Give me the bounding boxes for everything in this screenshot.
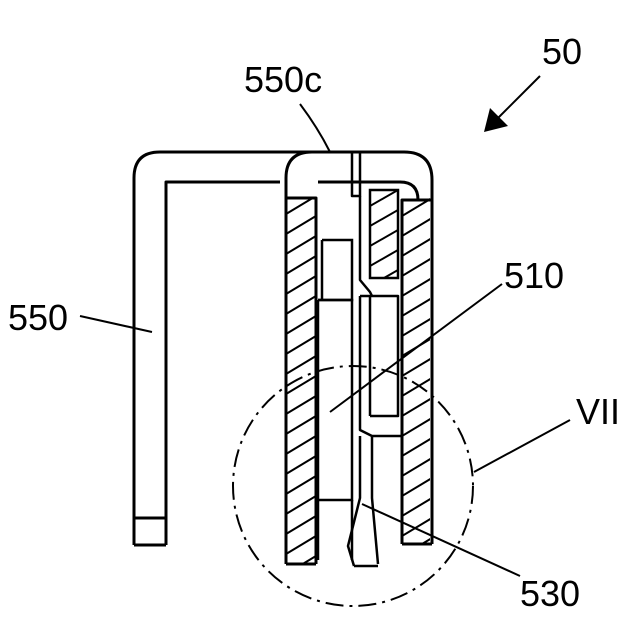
inner-block-hatch bbox=[370, 190, 398, 286]
leader-lines bbox=[80, 104, 570, 576]
label-510: 510 bbox=[504, 255, 564, 296]
label-vii: VII bbox=[576, 391, 620, 432]
label-50: 50 bbox=[542, 31, 582, 72]
label-530: 530 bbox=[520, 573, 580, 614]
arrow-50 bbox=[484, 76, 540, 132]
clip-550 bbox=[134, 152, 432, 545]
left-wall-hatch bbox=[286, 196, 316, 574]
right-wall-hatch bbox=[402, 198, 432, 556]
leader-510 bbox=[330, 284, 502, 412]
leader-550c bbox=[300, 104, 330, 152]
leader-vii bbox=[474, 420, 570, 472]
label-550c: 550c bbox=[244, 59, 322, 100]
leader-530 bbox=[362, 504, 520, 576]
label-550: 550 bbox=[8, 297, 68, 338]
leader-550 bbox=[80, 316, 152, 332]
holder-530 bbox=[348, 152, 402, 566]
